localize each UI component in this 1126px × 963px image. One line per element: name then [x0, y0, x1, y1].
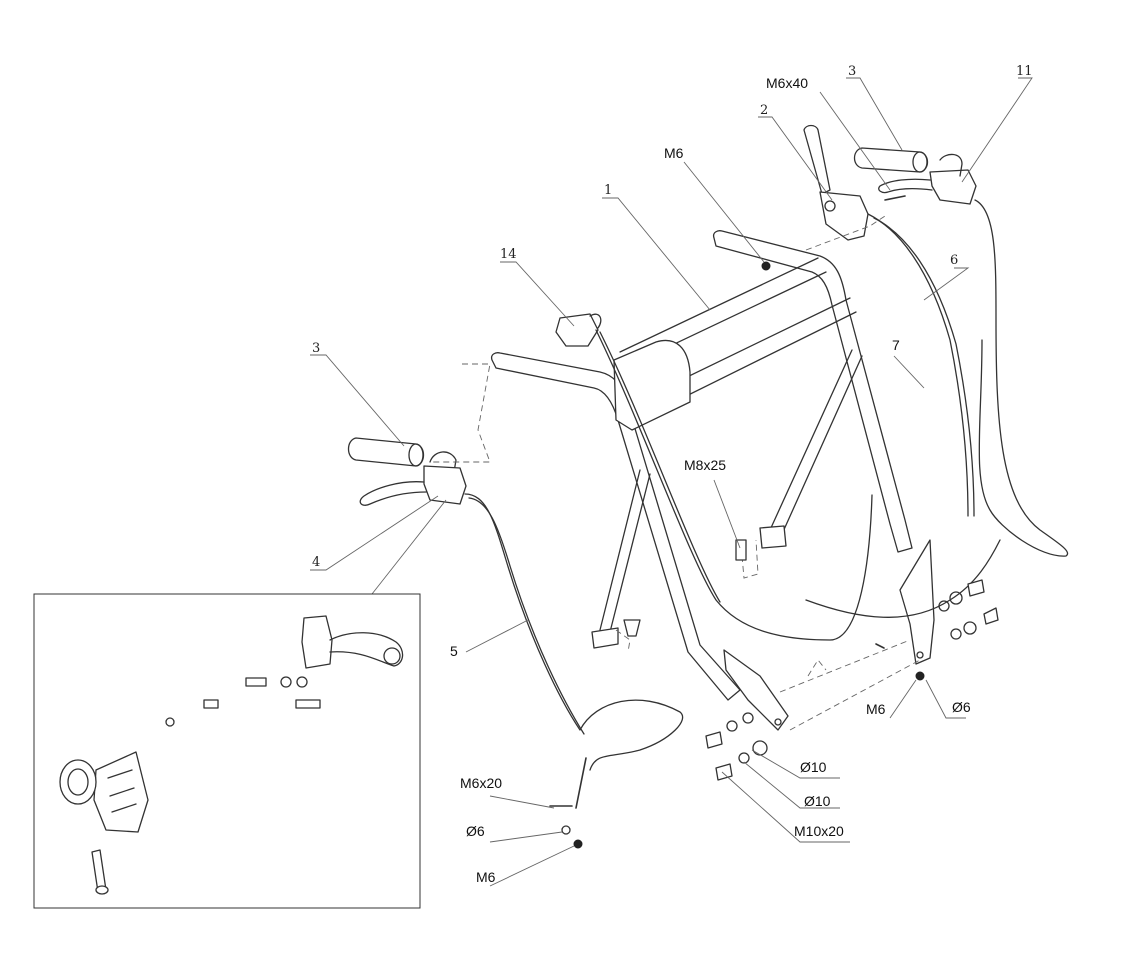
callout-6: 6: [950, 253, 958, 268]
callout-4: 4: [312, 555, 320, 570]
callout-1: 1: [604, 183, 612, 198]
callout-3-left: 3: [312, 341, 320, 356]
hardware-labels: M6x40 M6 M8x25 M6x20 Ø6 M6 M6 Ø6 Ø10 Ø10…: [460, 75, 971, 885]
callout-3-right: 3: [848, 64, 856, 79]
cables: [464, 199, 1069, 809]
label-m6-top: M6: [664, 145, 684, 161]
assembly-lines: [432, 213, 921, 731]
label-m10x20: M10x20: [794, 823, 844, 839]
leader-lines: [310, 77, 1033, 887]
inset-detail: [33, 593, 421, 909]
callout-2: 2: [760, 103, 768, 118]
callout-14: 14: [500, 247, 517, 262]
label-m6-right: M6: [866, 701, 886, 717]
label-d6-left: Ø6: [466, 823, 485, 839]
throttle-lever: [803, 124, 906, 241]
right-grip: [853, 147, 929, 173]
left-grip: [347, 437, 457, 473]
label-d10-a: Ø10: [800, 759, 827, 775]
callout-11: 11: [1016, 64, 1033, 79]
callout-5: 5: [450, 643, 458, 659]
label-m6x20: M6x20: [460, 775, 502, 791]
label-m6-bottom: M6: [476, 869, 496, 885]
left-brake-lever: [359, 465, 467, 506]
hardware-parts: [549, 261, 999, 849]
label-m6x40: M6x40: [766, 75, 808, 91]
label-d10-b: Ø10: [804, 793, 831, 809]
label-d6-right: Ø6: [952, 699, 971, 715]
label-m8x25: M8x25: [684, 457, 726, 473]
handle-frame: [490, 230, 935, 731]
callout-7: 7: [892, 337, 900, 353]
cable-holder: [555, 313, 602, 347]
callout-numbers: 1 2 3 11 14 3 4 5 6 7: [312, 64, 1033, 659]
